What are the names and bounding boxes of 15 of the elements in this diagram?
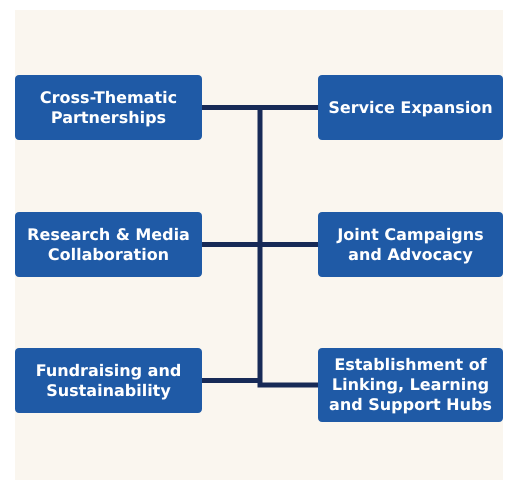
box-label: Service Expansion (328, 98, 493, 118)
box-label: Establishment of Linking, Learning and Support Hubs (328, 355, 493, 415)
box-label: Fundraising and Sustainability (34, 360, 182, 400)
connector-line (202, 105, 318, 110)
process-box (15, 212, 202, 277)
box-label: Joint Campaigns and Advocacy (336, 224, 485, 264)
box-label: Research & Media Collaboration (26, 224, 191, 264)
process-box (15, 75, 202, 140)
process-box (15, 348, 202, 413)
process-box (318, 75, 503, 140)
box-label: Cross-Thematic Partnerships (38, 88, 178, 128)
connector-line (202, 242, 318, 247)
process-box (318, 212, 503, 277)
process-box (318, 348, 503, 422)
connector-line (202, 378, 318, 388)
